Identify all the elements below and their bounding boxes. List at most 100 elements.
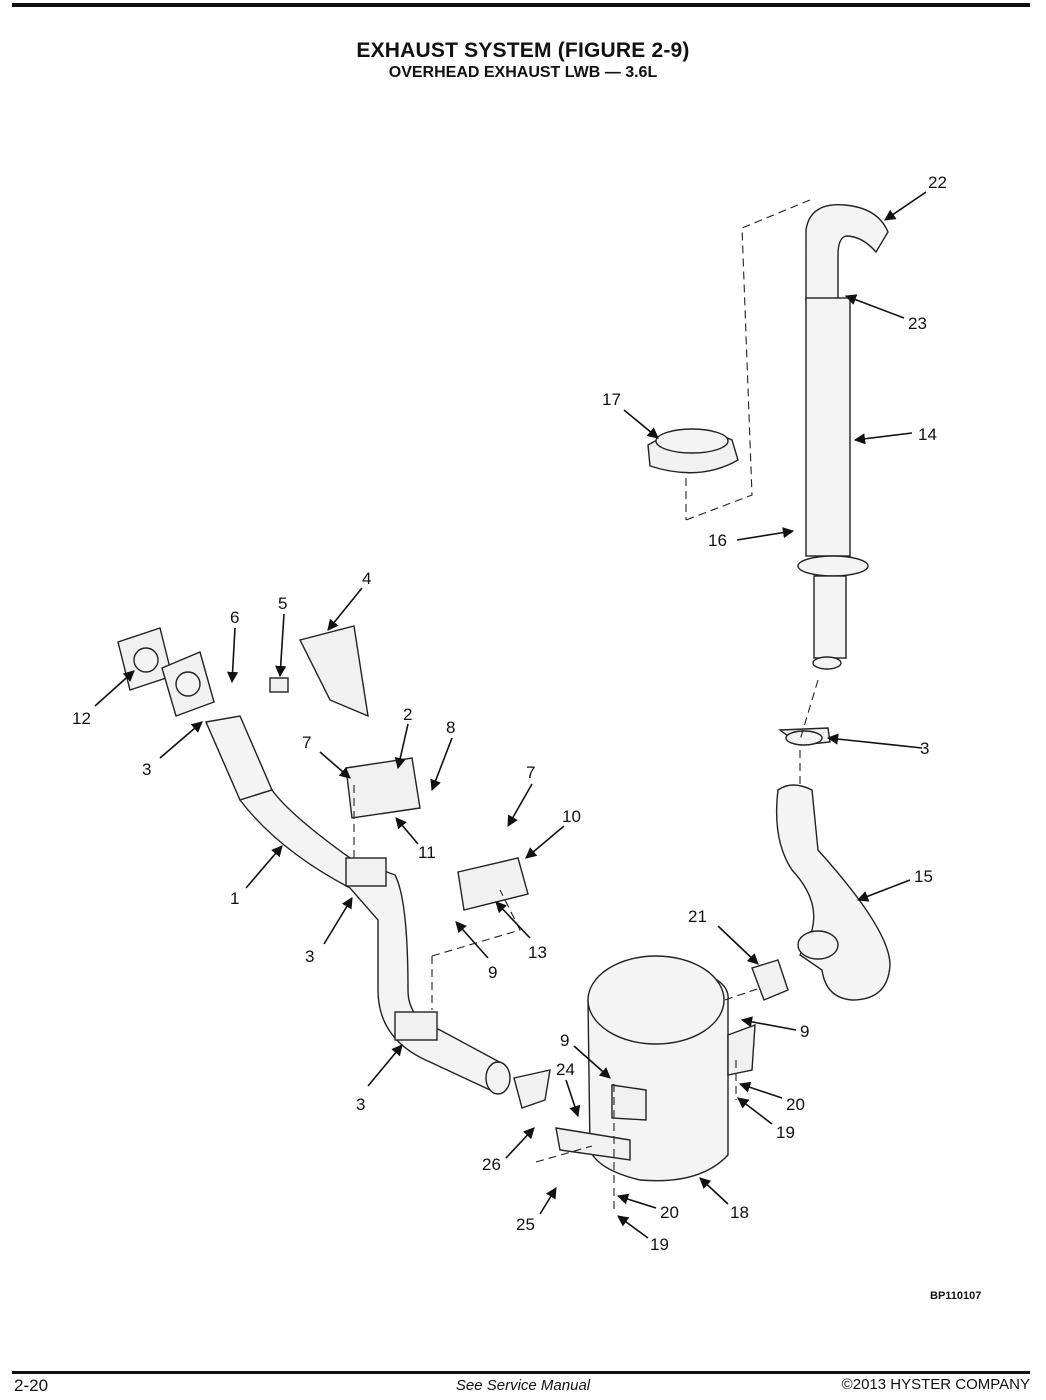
callout-18: 18 xyxy=(699,1177,749,1222)
part-bend-pipe xyxy=(775,784,891,1001)
callout-15: 15 xyxy=(856,867,933,902)
callout-4: 4 xyxy=(327,569,371,631)
callout-3b: 3 xyxy=(826,733,929,758)
callout-22: 22 xyxy=(884,173,947,221)
callout-label: 5 xyxy=(278,594,287,613)
callout-17: 17 xyxy=(602,390,659,439)
dashed-leaders xyxy=(353,199,819,1212)
callout-label: 4 xyxy=(362,569,371,588)
callout-8: 8 xyxy=(430,718,455,792)
callout-9a: 9 xyxy=(455,921,497,982)
part-heat-shield xyxy=(298,625,369,718)
callout-label: 7 xyxy=(302,733,311,752)
callout-19b: 19 xyxy=(617,1215,669,1254)
part-muffler-tab xyxy=(611,1084,647,1121)
copyright: ©2013 HYSTER COMPANY xyxy=(841,1376,1030,1393)
callout-label: 10 xyxy=(562,807,581,826)
callout-label: 16 xyxy=(708,531,727,550)
part-bracket-10 xyxy=(457,857,529,911)
callout-label: 13 xyxy=(528,943,547,962)
callout-label: 11 xyxy=(418,843,436,862)
callout-2: 2 xyxy=(394,705,412,770)
callout-16: 16 xyxy=(708,527,795,550)
part-clamp-top-ring xyxy=(785,730,823,746)
part-stack-flange xyxy=(797,555,869,577)
callout-label: 14 xyxy=(918,425,937,444)
callout-5: 5 xyxy=(275,594,287,678)
callout-3d: 3 xyxy=(356,1044,403,1114)
callout-20b: 20 xyxy=(616,1193,679,1222)
page-number: 2-20 xyxy=(14,1376,49,1395)
callout-23: 23 xyxy=(844,294,927,333)
callout-label: 7 xyxy=(526,763,535,782)
callout-24: 24 xyxy=(556,1060,581,1118)
callout-label: 21 xyxy=(688,907,707,926)
callout-label: 8 xyxy=(446,718,455,737)
callout-10: 10 xyxy=(525,807,581,859)
callout-label: 25 xyxy=(516,1215,535,1234)
callout-label: 1 xyxy=(230,889,239,908)
callout-6: 6 xyxy=(226,608,239,684)
callout-13: 13 xyxy=(495,901,547,962)
page-subtitle: OVERHEAD EXHAUST LWB — 3.6L xyxy=(388,64,658,81)
callout-12: 12 xyxy=(72,670,135,728)
callout-3a: 3 xyxy=(142,721,203,779)
part-bend-end xyxy=(797,930,839,960)
callout-7b: 7 xyxy=(507,763,535,827)
callout-label: 23 xyxy=(908,314,927,333)
callout-26: 26 xyxy=(482,1127,535,1174)
part-clamp-pipe-upper xyxy=(345,857,387,887)
callout-label: 3 xyxy=(305,947,314,966)
part-clamp-21 xyxy=(751,959,789,1001)
part-main-pipe xyxy=(238,789,506,1091)
top-rule xyxy=(12,3,1030,7)
callout-label: 3 xyxy=(142,760,151,779)
part-clamp-muffler xyxy=(513,1069,551,1109)
service-manual-note: See Service Manual xyxy=(455,1377,591,1394)
callout-11: 11 xyxy=(395,817,436,862)
callout-9c: 9 xyxy=(560,1031,611,1079)
callout-label: 9 xyxy=(800,1022,809,1041)
page-title: EXHAUST SYSTEM (FIGURE 2-9) xyxy=(356,39,690,62)
part-gasket-hole xyxy=(133,647,159,673)
callout-label: 19 xyxy=(776,1123,795,1142)
callout-label: 19 xyxy=(650,1235,669,1254)
bottom-rule xyxy=(12,1371,1030,1374)
callout-label: 15 xyxy=(914,867,933,886)
part-bracket-2 xyxy=(345,757,421,819)
title-block: EXHAUST SYSTEM (FIGURE 2-9) OVERHEAD EXH… xyxy=(0,38,1046,83)
callout-label: 22 xyxy=(928,173,947,192)
callout-label: 26 xyxy=(482,1155,501,1174)
part-clamp-pipe-lower xyxy=(394,1011,438,1041)
part-stack xyxy=(805,297,851,557)
part-pipe-end xyxy=(485,1061,511,1095)
part-elbow xyxy=(805,204,889,301)
callout-14: 14 xyxy=(853,425,937,445)
reference-code: BP110107 xyxy=(930,1290,982,1302)
callout-label: 20 xyxy=(660,1203,679,1222)
callout-label: 9 xyxy=(560,1031,569,1050)
callout-21: 21 xyxy=(688,907,759,965)
part-grommet-ring xyxy=(655,428,729,454)
parts xyxy=(117,204,891,1182)
part-small-bracket xyxy=(269,677,289,693)
part-stack-end xyxy=(812,656,842,670)
part-stack-neck xyxy=(813,575,847,659)
callout-label: 20 xyxy=(786,1095,805,1114)
callout-label: 18 xyxy=(730,1203,749,1222)
part-flange-hole xyxy=(175,671,201,697)
callout-1: 1 xyxy=(230,845,283,908)
callout-label: 3 xyxy=(920,739,929,758)
callouts: 22 23 17 14 16 4 5 6 12 3 2 8 7 11 1 3 7… xyxy=(72,173,947,1254)
callout-label: 17 xyxy=(602,390,621,409)
callout-7a: 7 xyxy=(302,733,351,779)
callout-label: 2 xyxy=(403,705,412,724)
callout-19a: 19 xyxy=(737,1097,795,1142)
callout-20a: 20 xyxy=(738,1081,805,1114)
callout-label: 9 xyxy=(488,963,497,982)
part-flex xyxy=(205,715,273,801)
part-muffler-bracket xyxy=(727,1023,756,1076)
callout-label: 3 xyxy=(356,1095,365,1114)
callout-9b: 9 xyxy=(740,1016,809,1041)
